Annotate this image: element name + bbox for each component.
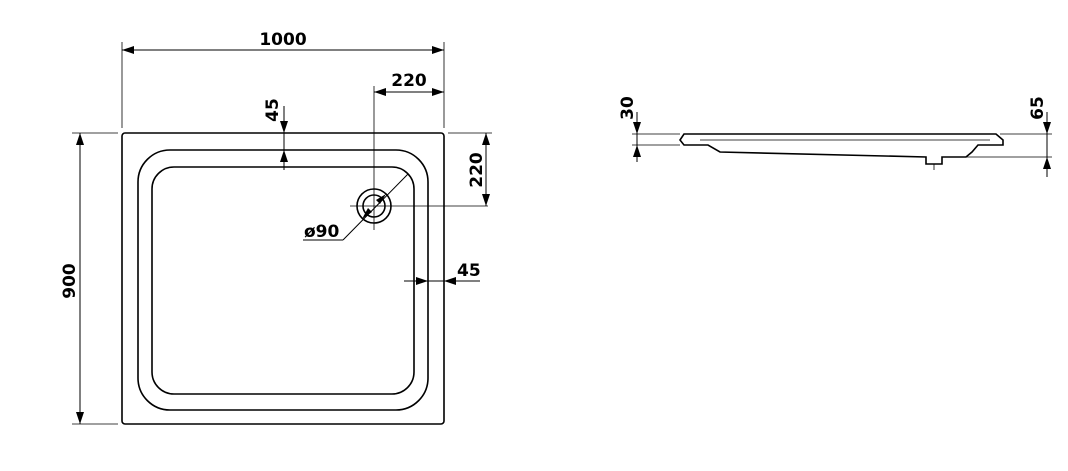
dimension-outlet-diameter-label: ø90 (304, 222, 340, 242)
dimension-rim-side: 45 (404, 261, 481, 285)
dimension-depth-label: 900 (60, 263, 80, 299)
dimension-rim-height-label: 30 (618, 96, 638, 120)
dimension-total-height-label: 65 (1028, 96, 1048, 120)
tray-side-profile (679, 133, 1004, 165)
tray-inner-rim (137, 149, 429, 411)
dimension-rim-top-label: 45 (263, 98, 283, 122)
dimension-outlet-y-label: 220 (467, 152, 487, 188)
plan-view: 1000 220 45 220 (60, 30, 492, 425)
dimension-rim-top: 45 (263, 98, 288, 170)
tray-basin (151, 166, 415, 395)
dimension-rim-height: 30 (618, 96, 680, 162)
dimension-outlet-x-label: 220 (391, 71, 427, 91)
tray-outer-outline (121, 132, 445, 425)
dimension-outlet-diameter: ø90 (303, 173, 409, 242)
dimension-outlet-y: 220 (448, 132, 492, 206)
dimension-outlet-x: 220 (373, 71, 444, 183)
drain-outlet (350, 183, 488, 230)
side-view: 30 65 (618, 96, 1052, 177)
dimension-width-label: 1000 (259, 30, 306, 50)
dimension-depth: 900 (60, 132, 118, 425)
dimension-width: 1000 (121, 30, 445, 128)
dimension-total-height: 65 (946, 96, 1052, 177)
dimension-rim-side-label: 45 (457, 261, 481, 281)
